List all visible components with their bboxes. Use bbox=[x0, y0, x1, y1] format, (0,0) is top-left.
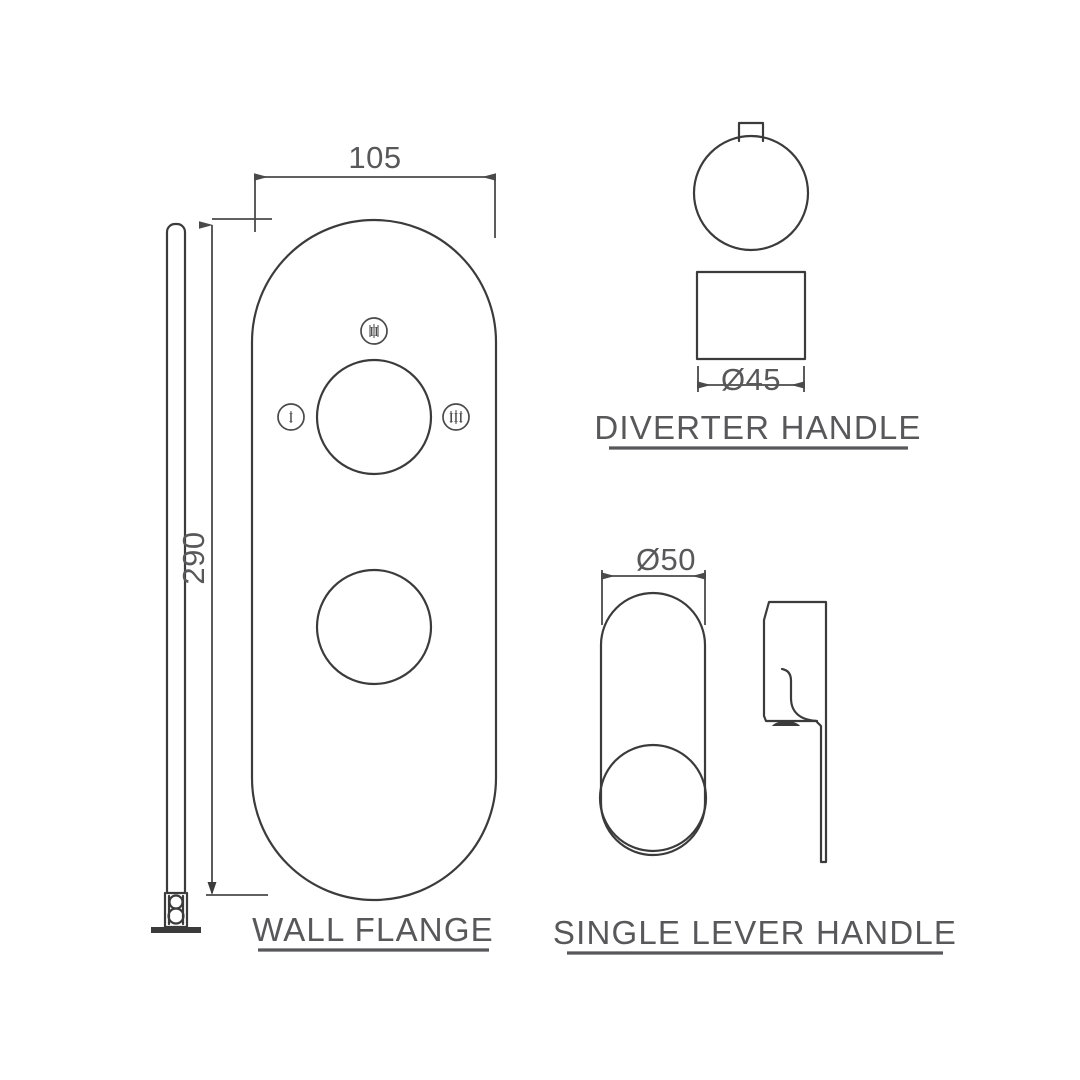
single-lever-handle-plan-outline bbox=[599, 591, 707, 857]
dimension-105-label: 105 bbox=[348, 140, 401, 175]
wall-flange-title: WALL FLANGE bbox=[252, 911, 494, 948]
dimension-diameter-50 bbox=[601, 570, 706, 625]
wall-flange-base-detail bbox=[151, 891, 201, 933]
wall-flange-front-view bbox=[250, 218, 498, 902]
dimension-290 bbox=[199, 221, 268, 896]
diverter-handle-elevation-body bbox=[695, 270, 807, 361]
upper-valve-opening bbox=[315, 358, 433, 476]
port-marker-iii-label: III bbox=[449, 411, 463, 426]
diverter-handle-title: DIVERTER HANDLE bbox=[594, 409, 921, 446]
dimension-105 bbox=[212, 173, 496, 238]
port-marker-i bbox=[277, 403, 305, 431]
dimension-diameter-50-label: Ø50 bbox=[636, 542, 696, 577]
port-marker-ii bbox=[360, 317, 388, 345]
single-lever-handle-profile bbox=[762, 600, 828, 864]
diverter-handle-key-tab bbox=[737, 121, 765, 143]
single-lever-handle-title: SINGLE LEVER HANDLE bbox=[553, 914, 957, 951]
diverter-handle-plan-circle bbox=[692, 134, 810, 252]
port-marker-iii bbox=[442, 403, 470, 431]
dimension-diameter-45-label: Ø45 bbox=[721, 362, 781, 397]
lower-valve-opening bbox=[315, 568, 433, 686]
single-lever-handle-boss bbox=[598, 743, 708, 853]
port-marker-ii-label: II bbox=[369, 325, 379, 340]
diverter-handle-view bbox=[692, 121, 810, 361]
dimension-diameter-45 bbox=[697, 366, 805, 392]
port-marker-i-label: I bbox=[289, 411, 294, 426]
single-lever-handle-view bbox=[598, 591, 828, 864]
dimension-290-label: 290 bbox=[176, 531, 211, 584]
wall-flange-side-profile bbox=[151, 222, 201, 933]
